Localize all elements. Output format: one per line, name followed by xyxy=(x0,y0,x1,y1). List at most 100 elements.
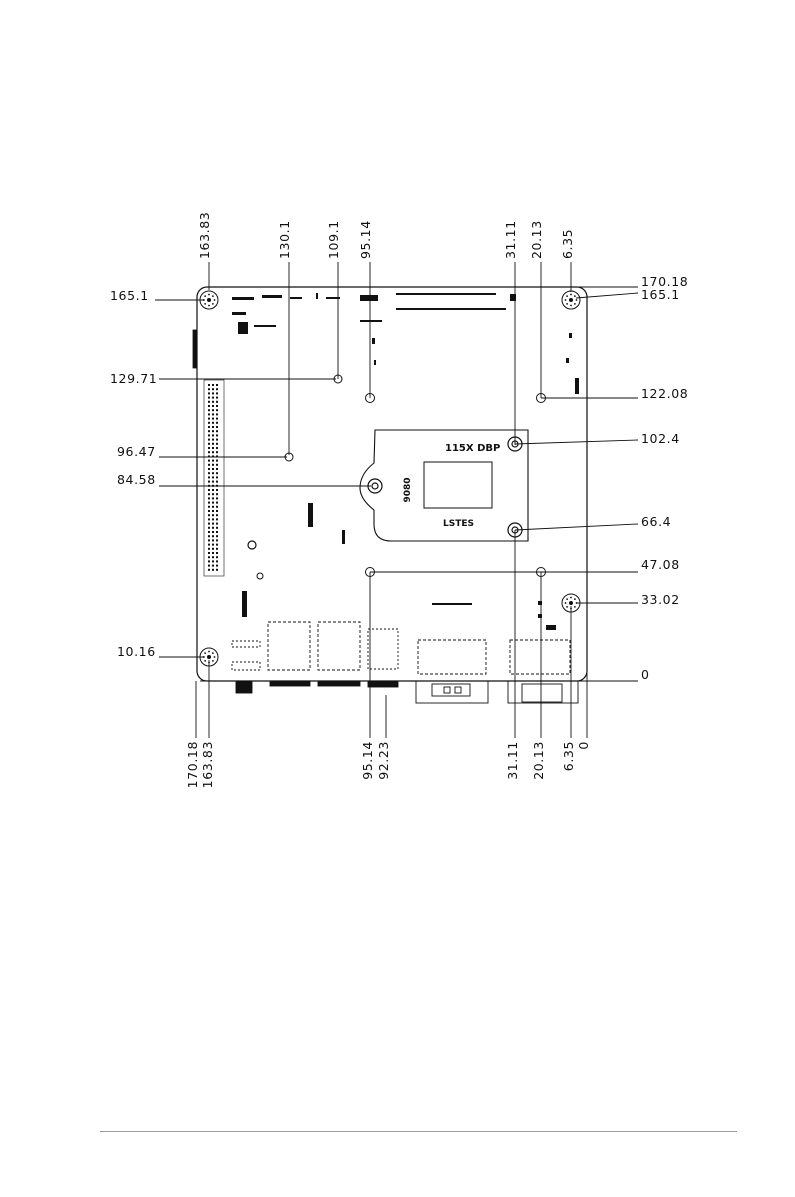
header-pin xyxy=(216,510,218,512)
header-pin xyxy=(216,384,218,386)
header-pin xyxy=(216,430,218,432)
header-pin xyxy=(212,489,214,491)
dim-right-122-08: 122.08 xyxy=(641,386,688,401)
header-pin xyxy=(212,514,214,516)
header-pin xyxy=(216,527,218,529)
header-pin xyxy=(212,426,214,428)
dim-bottom-170-18: 170.18 xyxy=(185,741,200,788)
rear-io xyxy=(232,622,578,703)
header-pin xyxy=(208,464,210,466)
socket-bottom-label: LSTES xyxy=(443,519,474,529)
header-pin xyxy=(208,388,210,390)
header-pin xyxy=(208,409,210,411)
header-pin xyxy=(208,556,210,558)
header-pin xyxy=(208,460,210,462)
mounting-holes xyxy=(200,291,580,666)
dim-bottom-95-14: 95.14 xyxy=(360,741,375,780)
left-dimension-labels: 165.1 129.71 96.47 84.58 10.16 xyxy=(110,288,157,659)
header-pin xyxy=(208,418,210,420)
ring-dot xyxy=(204,660,206,662)
header-pin xyxy=(212,493,214,495)
dim-left-10-16: 10.16 xyxy=(117,644,156,659)
header-pin xyxy=(212,569,214,571)
ring-dot xyxy=(574,295,576,297)
header-pin xyxy=(216,418,218,420)
header-pin xyxy=(212,434,214,436)
header-pin xyxy=(208,443,210,445)
ring-dot xyxy=(566,295,568,297)
ring-dot xyxy=(574,303,576,305)
header-pin xyxy=(212,502,214,504)
dim-left-165-1: 165.1 xyxy=(110,288,149,303)
header-pin xyxy=(208,552,210,554)
header-pin xyxy=(216,489,218,491)
ring-dot xyxy=(208,662,210,664)
header-pin xyxy=(212,523,214,525)
leader-lines xyxy=(155,262,638,738)
header-pin xyxy=(212,418,214,420)
socket-side-label: 9080 xyxy=(403,477,413,502)
header-pin xyxy=(212,443,214,445)
dim-bottom-163-83: 163.83 xyxy=(200,741,215,788)
header-pin xyxy=(212,539,214,541)
ring-dot xyxy=(212,303,214,305)
header-pin xyxy=(212,518,214,520)
header-pin xyxy=(216,552,218,554)
header-pin xyxy=(208,531,210,533)
ring-dot xyxy=(208,305,210,307)
header-pin xyxy=(216,514,218,516)
cpu-socket-center xyxy=(424,462,492,508)
header-pin xyxy=(208,447,210,449)
header-pin xyxy=(208,392,210,394)
header-pin xyxy=(208,476,210,478)
header-pin xyxy=(216,447,218,449)
ring-dot xyxy=(214,656,216,658)
ring-dot xyxy=(574,606,576,608)
header-pin xyxy=(216,523,218,525)
header-pin xyxy=(216,401,218,403)
ring-dot xyxy=(576,299,578,301)
dim-right-33-02: 33.02 xyxy=(641,592,680,607)
header-pin xyxy=(216,548,218,550)
header-pin xyxy=(216,388,218,390)
ring-dot xyxy=(570,608,572,610)
header-pin xyxy=(212,548,214,550)
header-pin xyxy=(208,439,210,441)
header-pin xyxy=(216,481,218,483)
ring-dot xyxy=(566,598,568,600)
header-pin xyxy=(216,493,218,495)
header-pin xyxy=(216,556,218,558)
ring-dot xyxy=(212,295,214,297)
header-pin xyxy=(208,518,210,520)
header-pin xyxy=(216,460,218,462)
header-pin xyxy=(208,565,210,567)
ring-dot xyxy=(203,299,205,301)
header-pin xyxy=(212,451,214,453)
header-pin xyxy=(216,476,218,478)
dim-top-109-1: 109.1 xyxy=(326,220,341,259)
header-pin xyxy=(216,544,218,546)
header-pin xyxy=(212,481,214,483)
ring-dot xyxy=(208,651,210,653)
header-pin xyxy=(216,506,218,508)
header-pin xyxy=(208,413,210,415)
header-pin xyxy=(212,552,214,554)
top-dimension-labels: 163.83 130.1 109.1 95.14 31.11 20.13 6.3… xyxy=(197,212,575,259)
dim-top-95-14: 95.14 xyxy=(358,220,373,259)
ring-dot xyxy=(576,602,578,604)
ring-dot xyxy=(212,652,214,654)
header-pin xyxy=(208,422,210,424)
header-pin xyxy=(216,531,218,533)
ring-dot xyxy=(570,305,572,307)
bottom-dimension-labels: 170.18 163.83 95.14 92.23 31.11 20.13 6.… xyxy=(185,741,591,788)
header-pin xyxy=(212,544,214,546)
dim-right-0: 0 xyxy=(641,667,650,682)
ring-dot xyxy=(204,303,206,305)
header-pin xyxy=(216,502,218,504)
header-pin xyxy=(212,455,214,457)
ring-dot xyxy=(566,606,568,608)
dim-left-96-47: 96.47 xyxy=(117,444,156,459)
header-pin xyxy=(208,493,210,495)
header-pin xyxy=(212,460,214,462)
header-pin xyxy=(212,510,214,512)
